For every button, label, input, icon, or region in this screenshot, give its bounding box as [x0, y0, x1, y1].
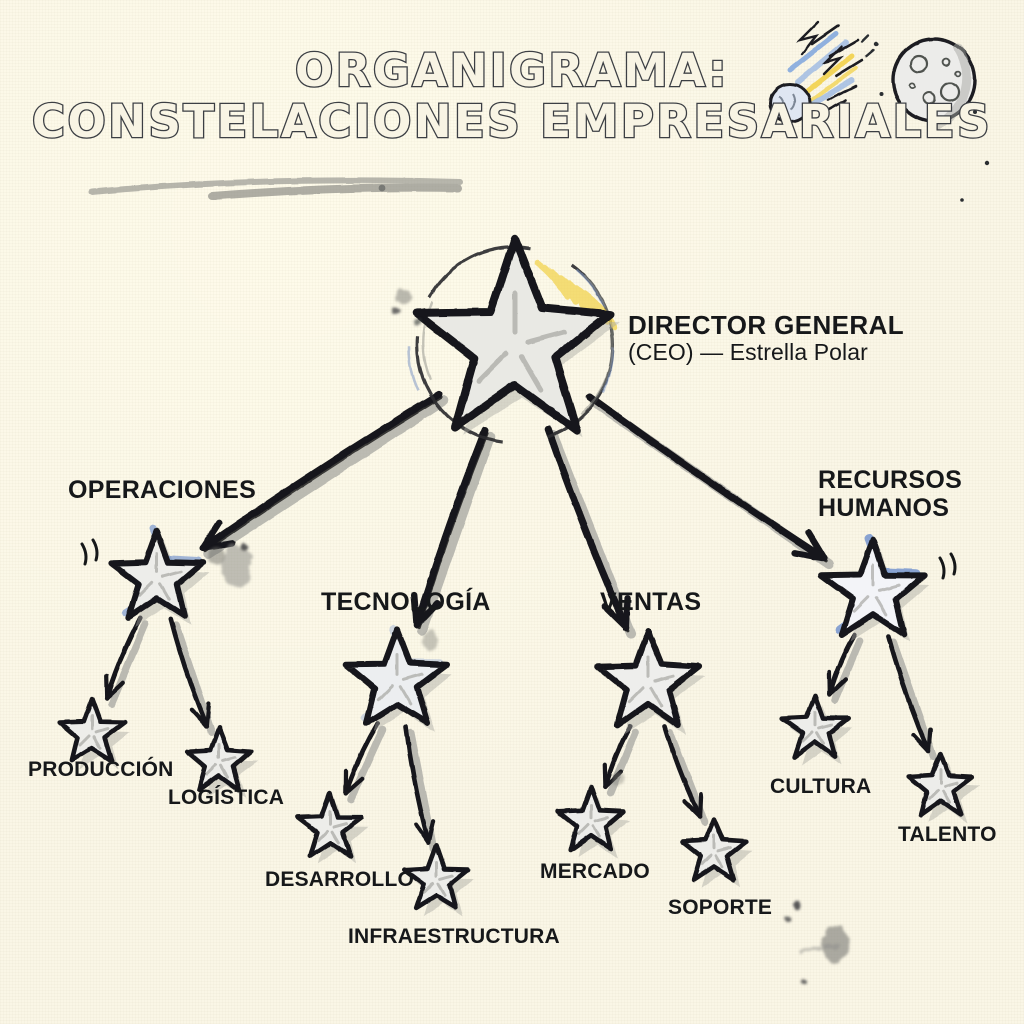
- node-label-ceo: DIRECTOR GENERAL(CEO) — Estrella Polar: [628, 310, 905, 366]
- star-node-rrhh[interactable]: [818, 533, 957, 642]
- moon-icon: [891, 37, 977, 131]
- star-node-group: [57, 235, 981, 917]
- node-label-text: DIRECTOR GENERAL: [628, 310, 905, 340]
- edge-operaciones-to-logistica: [168, 616, 212, 729]
- node-label-text: VENTAS: [600, 588, 702, 616]
- star-outline: [595, 628, 702, 729]
- node-label-text: OPERACIONES: [68, 476, 257, 504]
- star-node-tecnologia[interactable]: [342, 624, 453, 732]
- star-outline: [108, 527, 206, 621]
- node-label-text: LOGÍSTICA: [168, 786, 285, 809]
- star-outline: [412, 235, 614, 435]
- ink-smudge-group: [208, 288, 849, 985]
- star-outline: [906, 751, 975, 818]
- edge-ceo-to-tecnologia: [410, 427, 489, 630]
- node-label-text-line2: HUMANOS: [818, 494, 950, 522]
- star-node-infraestructura[interactable]: [401, 842, 474, 917]
- node-label-logistica: LOGÍSTICA: [168, 786, 284, 810]
- node-label-ventas: VENTAS: [600, 588, 701, 616]
- node-label-text: CULTURA: [770, 775, 872, 798]
- star-node-talento[interactable]: [906, 751, 981, 824]
- star-node-produccion[interactable]: [57, 696, 130, 769]
- star-outline: [342, 626, 450, 727]
- node-label-text: TALENTO: [898, 823, 997, 846]
- node-label-text: DESARROLLO: [265, 868, 414, 891]
- node-label-cultura: CULTURA: [770, 775, 871, 799]
- edge-tecnologia-to-desarrollo: [343, 721, 380, 796]
- star-node-soporte[interactable]: [679, 816, 753, 888]
- star-outline: [57, 696, 128, 764]
- star-outline: [401, 842, 471, 911]
- edge-group: [104, 390, 933, 845]
- edge-rrhh-to-talento: [886, 633, 933, 754]
- star-outline: [295, 791, 365, 859]
- node-label-text: RECURSOS: [818, 466, 963, 494]
- sparkle-icon: [80, 538, 99, 566]
- decoration-group: [89, 20, 990, 985]
- node-label-text: PRODUCCIÓN: [28, 758, 174, 781]
- edge-ceo-to-rrhh: [586, 393, 828, 563]
- title-underline: [89, 177, 463, 200]
- edge-ventas-to-soporte: [662, 724, 704, 819]
- edge-tecnologia-to-infraestructura: [403, 724, 436, 845]
- star-node-ventas[interactable]: [595, 628, 706, 735]
- star-node-ceo[interactable]: [407, 235, 620, 452]
- sparkle-icon: [938, 552, 957, 580]
- star-node-mercado[interactable]: [555, 784, 631, 859]
- star-node-logistica[interactable]: [185, 725, 259, 799]
- star-outline: [779, 693, 851, 760]
- node-label-text: SOPORTE: [668, 896, 773, 919]
- node-label-soporte: SOPORTE: [668, 896, 772, 920]
- node-label-desarrollo: DESARROLLO: [265, 868, 414, 892]
- star-node-operaciones[interactable]: [80, 524, 210, 627]
- node-label-text: INFRAESTRUCTURA: [348, 925, 560, 948]
- node-label-produccion: PRODUCCIÓN: [28, 758, 174, 782]
- node-label-text: TECNOLOGÍA: [321, 588, 491, 616]
- node-label-text: MERCADO: [540, 860, 650, 883]
- edge-ceo-to-ventas: [544, 425, 631, 633]
- star-outline: [679, 816, 750, 883]
- star-outline: [818, 536, 928, 638]
- node-label-operaciones: OPERACIONES: [68, 476, 256, 504]
- star-outline: [185, 725, 253, 793]
- comet-icon: [768, 20, 884, 124]
- node-label-tecnologia: TECNOLOGÍA: [321, 588, 491, 616]
- star-outline: [555, 784, 626, 853]
- node-label-infraestructura: INFRAESTRUCTURA: [348, 925, 560, 949]
- star-node-cultura[interactable]: [779, 693, 853, 766]
- edge-operaciones-to-produccion: [104, 615, 143, 701]
- edge-ceo-to-operaciones: [199, 390, 443, 553]
- node-label-talento: TALENTO: [898, 823, 997, 847]
- node-label-mercado: MERCADO: [540, 860, 650, 884]
- node-sublabel-text: (CEO) — Estrella Polar: [628, 339, 868, 366]
- star-node-desarrollo[interactable]: [295, 791, 369, 864]
- star-speck-group: [897, 110, 990, 202]
